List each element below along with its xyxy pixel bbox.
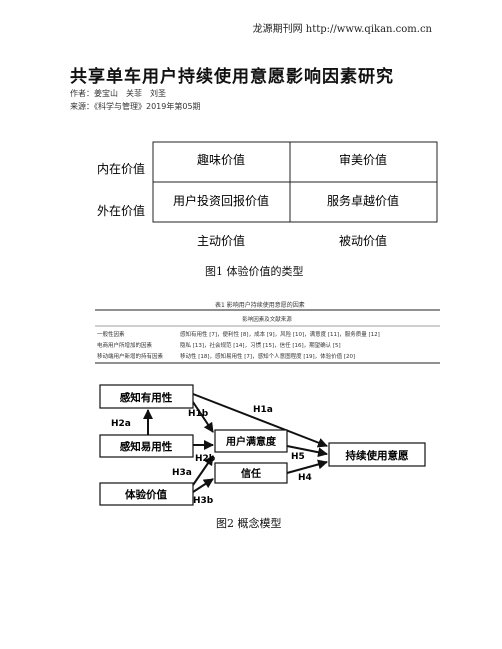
figure1-caption: 图1 体验价值的类型	[205, 265, 304, 278]
figure1-col-label-active: 主动价值	[197, 233, 245, 248]
figure2-node-trust	[214, 462, 288, 484]
figure2-path-label: H3a	[172, 468, 192, 478]
figure2-path-label: H2a	[111, 419, 131, 429]
table1-row-label: 电商用户所增加的因素	[97, 341, 153, 349]
figure2-node-label: 信任	[241, 467, 261, 480]
figure2-edge-h3a	[192, 455, 214, 486]
table1-row-label: 移动端用户新增的持有因素	[97, 352, 164, 360]
figure2-node-user-satisfaction	[214, 429, 288, 453]
article-title: 共享单车用户持续使用意愿影响因素研究	[70, 67, 394, 87]
figure1-row-label-intrinsic: 内在价值	[97, 161, 145, 176]
figure2-node-label: 感知易用性	[120, 440, 173, 453]
figure2-node-label: 持续使用意愿	[346, 449, 409, 462]
header-site-link[interactable]: 龙源期刊网 http://www.qikan.com.cn	[252, 24, 432, 35]
table1-row-value: 移动性 [18]，感知易用性 [7]，感知个人意图程度 [19]，体验价值 [2…	[180, 352, 355, 360]
figure1-row-label-extrinsic: 外在价值	[97, 203, 145, 218]
figure2-path-label: H4	[298, 473, 312, 483]
figure2-edge-h1a	[192, 393, 328, 448]
article-authors: 作者：姜宝山 关菲 刘圣	[70, 89, 166, 98]
figure2-path-label: H5	[291, 452, 305, 462]
figure1-cell-roi-value: 用户投资回报价值	[173, 193, 269, 208]
figure2-node-perceived-usefulness	[99, 384, 194, 409]
table1-row-value: 感知有用性 [7]，便利性 [8]，成本 [9]，风险 [10]，满意度 [11…	[180, 330, 380, 338]
figure2-edge-h1b	[192, 401, 214, 433]
figure1-cell-aesthetic-value: 审美价值	[339, 152, 387, 167]
table1: 影响因素及文献来源 一般性因素 感知有用性 [7]，便利性 [8]，成本 [9]…	[95, 309, 440, 364]
figure2-path-label: H1a	[253, 405, 273, 415]
figure2-edge-h5	[286, 445, 328, 458]
figure2-concept-model: 感知有用性 感知易用性 体验价值 用户满意度 信任 持续使用意愿 H2a H1b…	[99, 384, 426, 506]
figure2-path-label: H1b	[188, 409, 209, 419]
figure1-col-label-passive: 被动价值	[339, 233, 387, 248]
figure2-node-experience-value	[99, 482, 194, 506]
figure1-cell-fun-value: 趣味价值	[197, 152, 245, 167]
table1-row-value: 隐私 [13]，社会规范 [14]，习惯 [15]，信任 [16]，期望确认 […	[180, 341, 341, 349]
figure2-path-label: H2b	[195, 454, 216, 464]
figure2-node-label: 用户满意度	[225, 435, 277, 448]
table1-header: 影响因素及文献来源	[242, 315, 292, 323]
figure2-edge-h3b	[192, 478, 214, 493]
figure2-path-label: H3b	[193, 496, 214, 506]
figure2-node-label: 体验价值	[125, 488, 167, 501]
article-source: 来源：《科学与管理》2019年第05期	[70, 102, 201, 111]
figure2-node-label: 感知有用性	[120, 391, 173, 404]
figure2-caption: 图2 概念模型	[216, 517, 282, 530]
figure1-value-types: 内在价值 外在价值 趣味价值 审美价值 用户投资回报价值 服务卓越价值 主动价值…	[97, 141, 438, 248]
figure2-edge-h4	[286, 459, 328, 474]
figure2-node-perceived-ease-of-use	[99, 434, 194, 458]
table1-row-label: 一般性因素	[97, 330, 125, 338]
figure1-cell-service-value: 服务卓越价值	[327, 193, 399, 208]
figure2-node-continuance-intention	[328, 442, 426, 467]
table1-title: 表1 影响用户持续使用意愿的因素	[215, 302, 305, 309]
